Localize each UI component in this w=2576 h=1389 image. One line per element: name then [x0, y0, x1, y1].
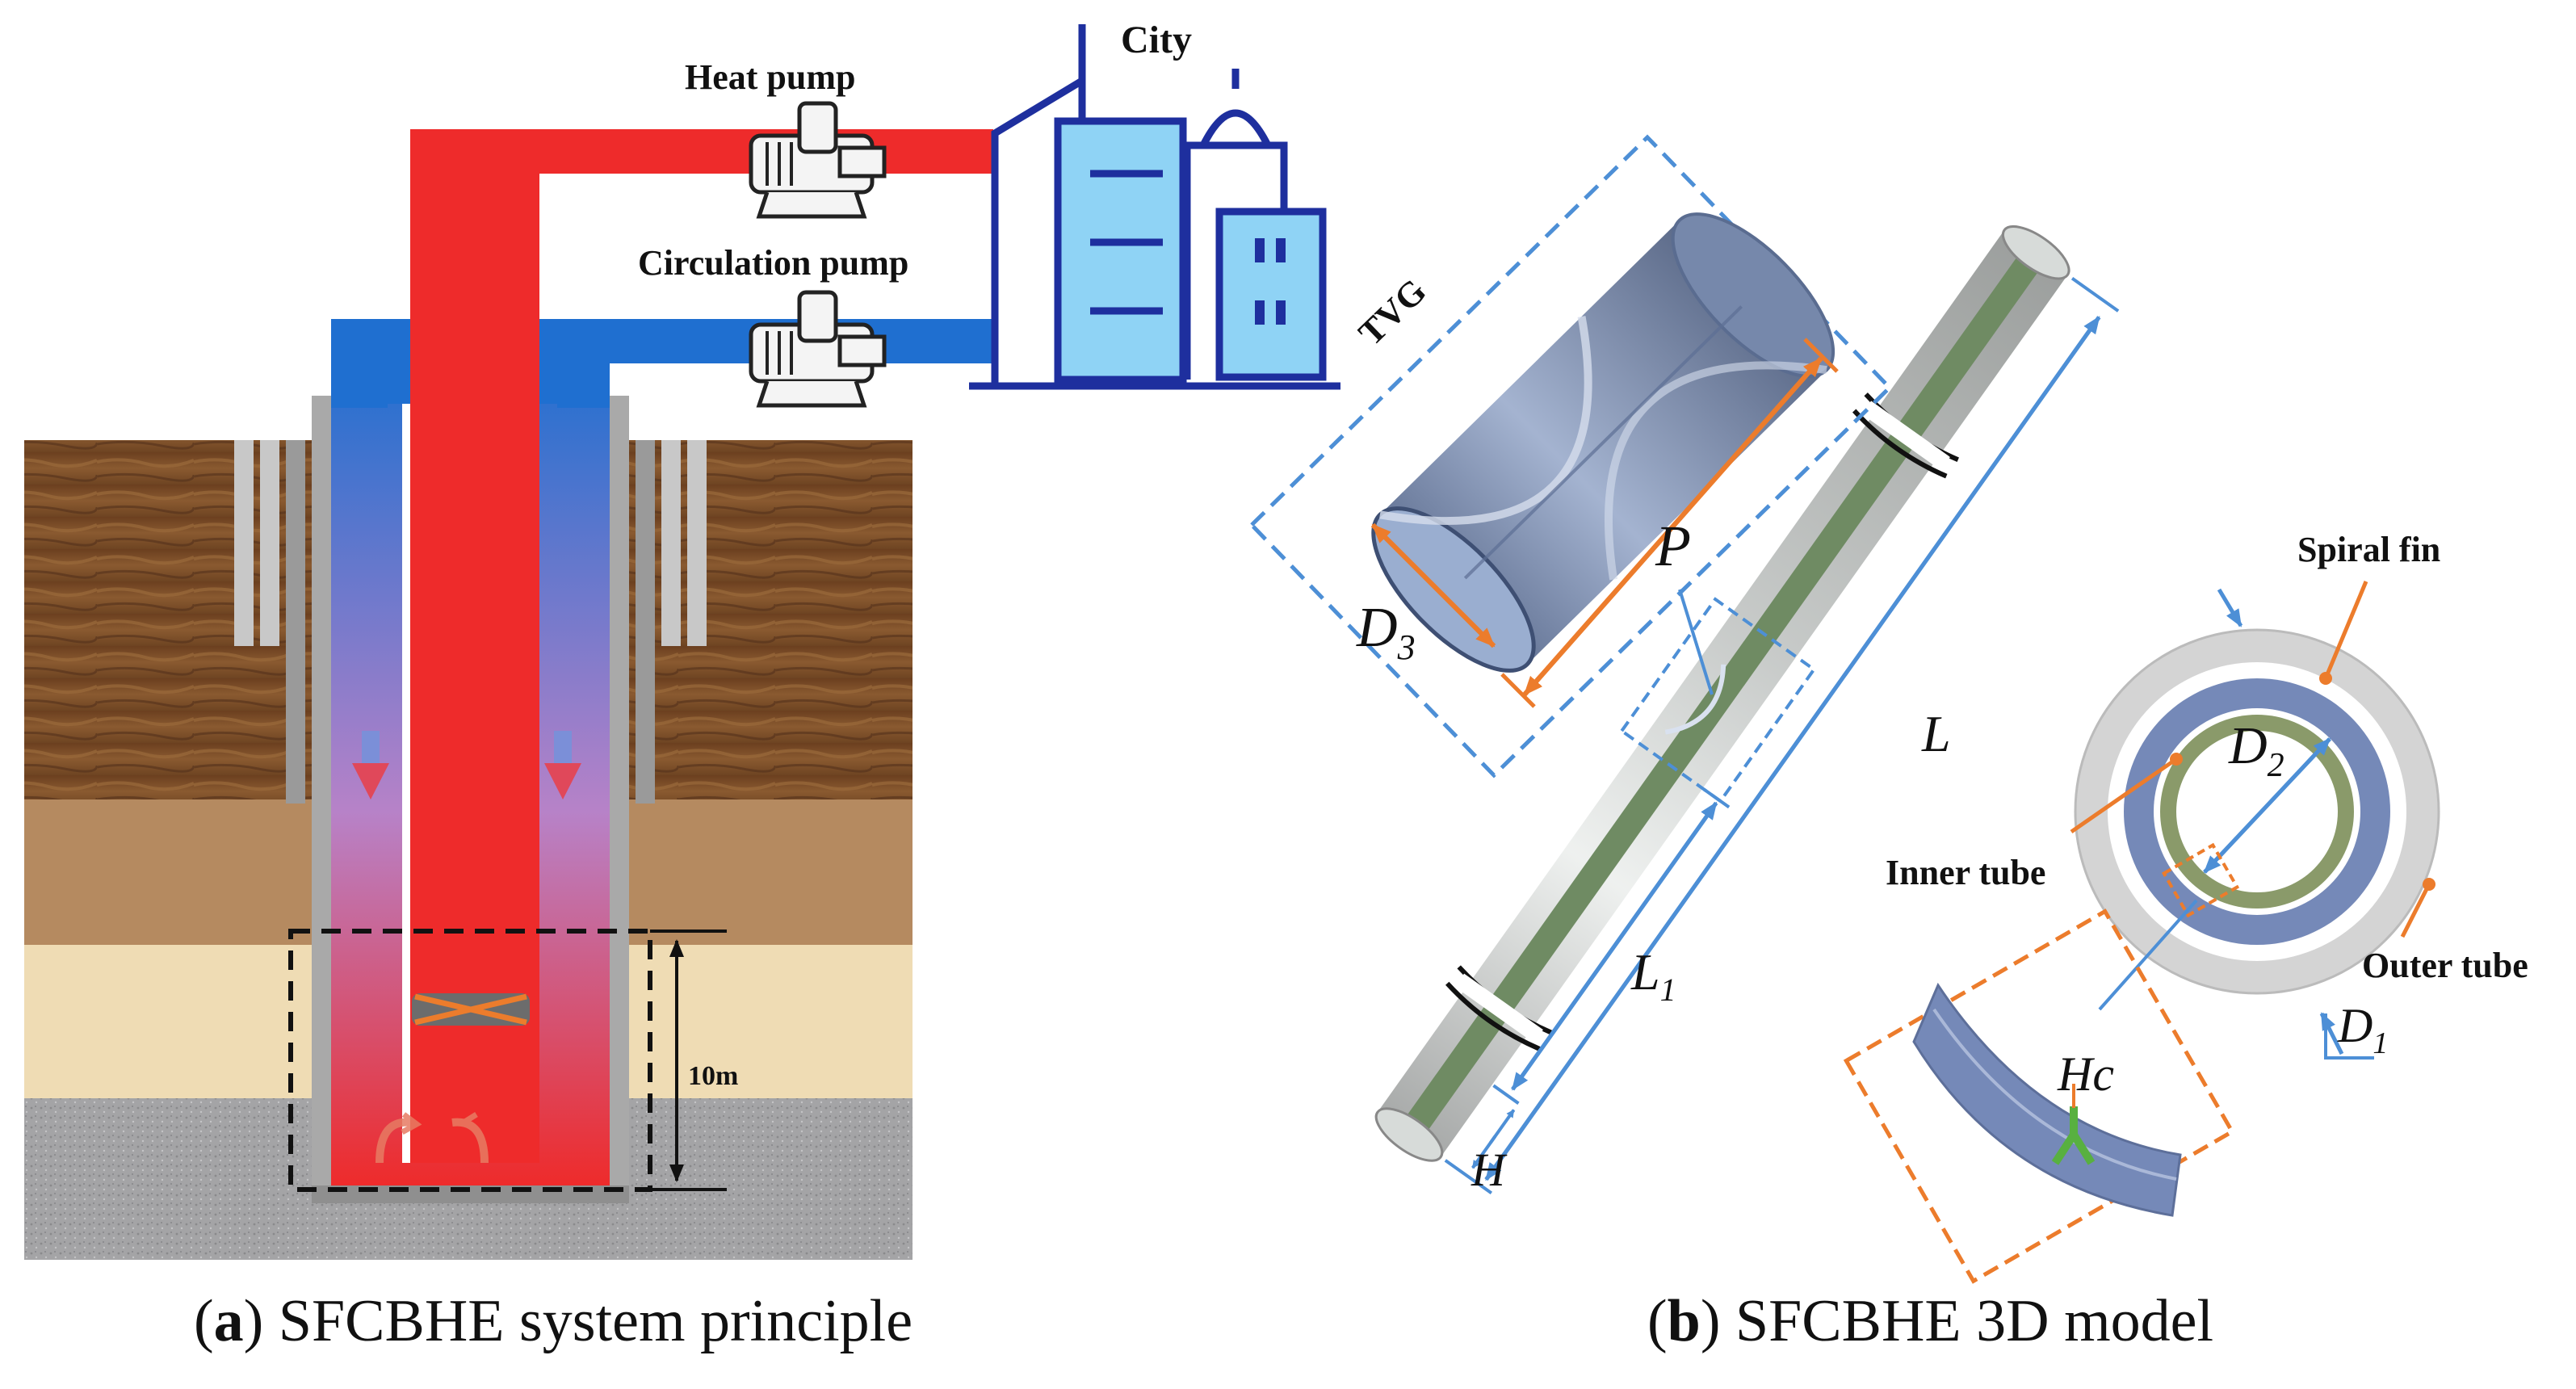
panel-b-3d-model: L L1 H TVG P D3 [1248, 134, 2528, 1354]
flow-down-arrow-right [544, 731, 581, 799]
tvg-inset-box [1248, 134, 1893, 778]
caption-b: (b) SFCBHE 3D model [1647, 1288, 2213, 1354]
dim-hc-label: Hc [2057, 1047, 2114, 1101]
outer-tube-label: Outer tube [2362, 946, 2528, 985]
city-icon [969, 24, 1340, 390]
tvg-inset [1248, 134, 1893, 778]
circulation-pump-label: Circulation pump [638, 243, 908, 283]
panel-a-system-principle: 10m Heat pump Circulation pump [24, 19, 1340, 1354]
flow-turn-arrows [375, 1112, 489, 1164]
dim-d3-label: D3 [1356, 597, 1416, 667]
flow-down-arrow-left [352, 731, 389, 799]
city-label: City [1121, 19, 1192, 61]
dim-p-label: P [1655, 514, 1691, 578]
tvg-label: TVG [1351, 271, 1434, 353]
dim-l1-label: L1 [1630, 943, 1676, 1008]
detail-10m-box [288, 929, 652, 1192]
caption-a: (a) SFCBHE system principle [194, 1288, 913, 1354]
dim-h-label: H [1471, 1144, 1508, 1196]
tvg-element-symbol [412, 993, 530, 1026]
dim-d1-label: D1 [2337, 999, 2388, 1060]
depth-label: 10m [688, 1061, 738, 1091]
heat-pump-icon [749, 101, 887, 219]
well-casing [234, 396, 707, 1203]
cross-section [2070, 581, 2440, 1060]
spiral-fin-label: Spiral fin [2297, 530, 2440, 569]
dim-l-label: L [1921, 705, 1951, 762]
dim-d2-label: D2 [2228, 716, 2284, 784]
tvg-zone-box [1619, 597, 1817, 804]
inner-tube-label: Inner tube [1886, 853, 2045, 892]
tvg-leader-line [1678, 589, 1714, 695]
heat-pump-label: Heat pump [685, 57, 855, 97]
circulation-pump-icon [749, 290, 887, 408]
hc-detail-inset [1843, 909, 2235, 1284]
coaxial-tube-3d [1374, 225, 2120, 1195]
